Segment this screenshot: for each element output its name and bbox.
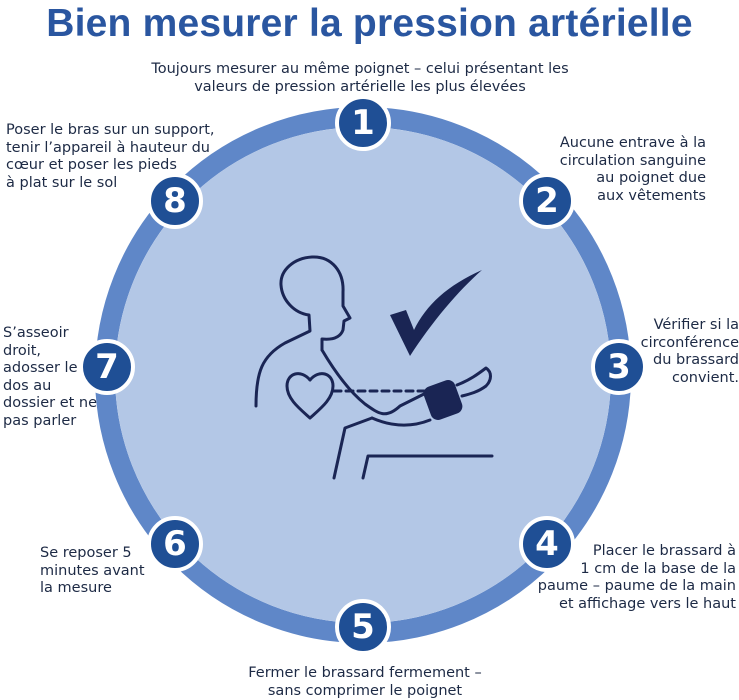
- step-badge-2: 2: [519, 173, 575, 229]
- person-icon: [254, 255, 430, 416]
- step-badge-3: 3: [591, 339, 647, 395]
- step-badge-4: 4: [519, 516, 575, 572]
- step-badge-6: 6: [147, 516, 203, 572]
- wrist-cuff-icon: [423, 380, 463, 420]
- page-title: Bien mesurer la pression artérielle: [46, 2, 693, 45]
- inner-disc: [115, 127, 611, 623]
- illustration: [254, 255, 494, 480]
- forearm-icon: [370, 416, 432, 427]
- step-badge-8: 8: [147, 173, 203, 229]
- step-badge-5: 5: [335, 599, 391, 655]
- hand-icon: [455, 366, 492, 398]
- step-text-5: Fermer le brassard fermement –sans compr…: [248, 665, 482, 699]
- step-text-1: Toujours mesurer au même poignet – celui…: [151, 61, 569, 95]
- step-text-8: Poser le bras sur un support,tenir l’app…: [6, 122, 215, 191]
- heart-icon: [285, 372, 335, 420]
- checkmark-icon: [390, 270, 482, 356]
- step-badge-1: 1: [335, 95, 391, 151]
- step-badge-7: 7: [79, 339, 135, 395]
- chair-icon: [332, 416, 494, 480]
